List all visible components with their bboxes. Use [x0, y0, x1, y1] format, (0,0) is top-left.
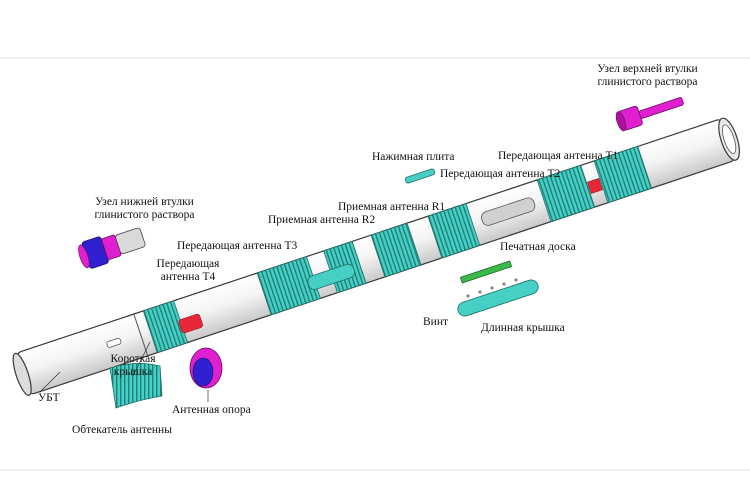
- label-ubt: УБТ: [38, 392, 60, 404]
- shoulder-ring: [133, 313, 149, 356]
- leader-lines: [39, 341, 209, 402]
- pressure-plate-bar: [404, 168, 436, 184]
- screw: [514, 278, 518, 282]
- label-upper-sleeve-line1: Узел верхней втулки: [597, 63, 698, 75]
- long-cover-body: [457, 279, 539, 317]
- label-short-cover: Короткая крышка: [103, 353, 163, 379]
- antenna-r2-band: [370, 222, 422, 278]
- leader-ubt: [39, 371, 61, 393]
- screw: [466, 294, 470, 298]
- antenna-fairing-part: [109, 363, 163, 409]
- label-transmit-t4-line2: антенна T4: [160, 271, 216, 283]
- screw: [478, 290, 482, 294]
- upper-sleeve-stem: [638, 97, 684, 119]
- label-receive-r2: Приемная антенна R2: [268, 214, 376, 226]
- drill-collar-body: [12, 117, 740, 396]
- label-transmit-t1: Передающая антенна T1: [498, 150, 619, 162]
- antenna-t2-band: [536, 164, 596, 223]
- lower-sleeve-grey: [115, 227, 146, 255]
- antenna-support-part: [189, 347, 223, 389]
- pcb-part: [459, 260, 513, 284]
- label-short-cover-line2: крышка: [113, 366, 153, 378]
- drill-collar-left-end: [12, 352, 32, 396]
- long-cover-part: [457, 279, 539, 317]
- red-cover-lower: [178, 313, 203, 334]
- antenna-r1-band: [427, 203, 481, 259]
- label-lower-sleeve-line2: глинистого раствора: [94, 209, 195, 221]
- label-transmit-t2: Передающая антенна T2: [440, 168, 561, 180]
- label-upper-sleeve-line2: глинистого раствора: [597, 76, 698, 88]
- leader-short-cover: [132, 341, 151, 377]
- label-screw: Винт: [423, 316, 449, 328]
- screw: [490, 286, 494, 290]
- label-pcb: Печатная доска: [500, 241, 576, 253]
- upper-sleeve-face: [615, 111, 627, 132]
- label-pressure-plate: Нажимная плита: [372, 151, 455, 163]
- pressure-plate-slot: [481, 197, 536, 226]
- fairing-sheet: [109, 363, 163, 409]
- collar-slot: [106, 337, 122, 348]
- label-transmit-t3: Передающая антенна T3: [177, 240, 298, 252]
- label-lower-sleeve: Узел нижней втулки глинистого раствора: [82, 196, 207, 222]
- label-short-cover-line1: Короткая: [110, 353, 156, 365]
- label-lower-sleeve-line1: Узел нижней втулки: [95, 196, 194, 208]
- pcb-board: [459, 260, 513, 284]
- label-transmit-t4: Передающая антенна T4: [148, 258, 228, 284]
- lower-sleeve-face: [78, 244, 90, 269]
- label-upper-sleeve: Узел верхней втулки глинистого раствора: [585, 63, 710, 89]
- label-transmit-t4-line1: Передающая: [156, 258, 220, 270]
- screws: [466, 278, 518, 298]
- antenna-t1-band: [593, 145, 653, 204]
- label-antenna-fairing: Обтекатель антенны: [72, 424, 172, 436]
- upper-mud-sleeve: [615, 97, 684, 132]
- label-antenna-support: Антенная опора: [172, 404, 251, 416]
- inset-long-cover: [307, 263, 355, 290]
- support-ring-inner: [192, 357, 214, 387]
- label-receive-r1: Приемная антенна R1: [338, 201, 446, 213]
- pressure-plate-part: [404, 168, 436, 184]
- red-cover-upper: [587, 177, 603, 194]
- screw: [502, 282, 506, 286]
- lower-mud-sleeve: [78, 227, 146, 269]
- drill-collar-end-inner: [721, 124, 737, 154]
- label-long-cover: Длинная крышка: [481, 322, 565, 334]
